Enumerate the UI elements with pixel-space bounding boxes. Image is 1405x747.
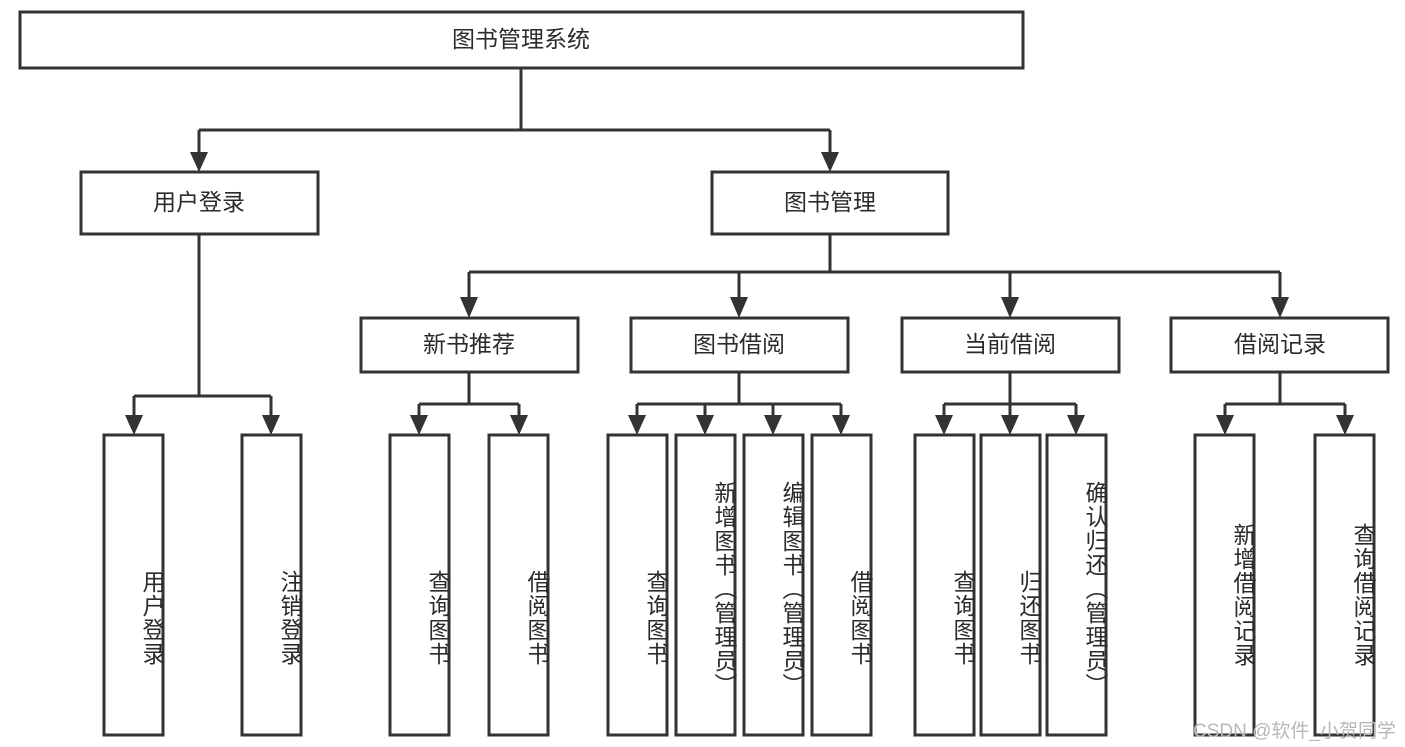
node-borrow-record[interactable]: 借阅记录 <box>1169 316 1390 374</box>
node-system-root[interactable]: 图书管理系统 <box>18 10 1025 70</box>
node-root-box <box>18 10 1025 70</box>
node-borrow-record-box <box>1169 316 1390 374</box>
leaf-box-currentborrow-return[interactable] <box>979 433 1042 737</box>
arrowhead-bookborrow-leaf2 <box>696 415 714 435</box>
arrowhead-borrowrecord <box>1271 297 1289 318</box>
leaf-box-bookborrow-query[interactable] <box>606 433 669 737</box>
leaf-box-bookborrow-add[interactable] <box>674 433 737 737</box>
arrowhead-borrowrecord-leaf2 <box>1336 415 1354 435</box>
node-new-book-recommend[interactable]: 新书推荐 <box>359 316 580 374</box>
arrowhead-newbooks <box>460 297 478 318</box>
leaf-box-user-login[interactable] <box>102 433 165 737</box>
arrowhead-bookborrow-leaf4 <box>832 415 850 435</box>
leaf-box-newbooks-query[interactable] <box>388 433 451 737</box>
arrowhead-book-mgmt <box>821 152 839 172</box>
leaf-box-borrowrecord-query[interactable] <box>1313 433 1376 737</box>
node-current-borrow-label: 当前借阅 <box>964 331 1056 357</box>
node-book-borrow-label: 图书借阅 <box>693 331 785 357</box>
node-book-management-label: 图书管理 <box>784 189 876 215</box>
node-user-login[interactable]: 用户登录 <box>79 170 320 236</box>
leaf-box-borrowrecord-add[interactable] <box>1193 433 1256 737</box>
arrowhead-newbooks-leaf1 <box>410 415 428 435</box>
leaf-box-newbooks-borrow[interactable] <box>487 433 550 737</box>
csdn-watermark: CSDN @软件_小贺同学 <box>1193 721 1396 742</box>
node-book-borrow-box <box>629 316 850 374</box>
node-current-borrow-box <box>900 316 1121 374</box>
arrowhead-leaf-user-login <box>125 415 143 435</box>
node-book-management[interactable]: 图书管理 <box>710 170 950 236</box>
node-new-book-recommend-box <box>359 316 580 374</box>
arrowhead-leaf-logout <box>262 415 280 435</box>
arrowhead-currentborrow-leaf1 <box>935 415 953 435</box>
leaf-box-bookborrow-edit[interactable] <box>742 433 805 737</box>
arrowhead-bookborrow <box>730 297 748 318</box>
node-book-management-box <box>710 170 950 236</box>
arrowhead-borrowrecord-leaf1 <box>1216 415 1234 435</box>
node-book-borrow[interactable]: 图书借阅 <box>629 316 850 374</box>
arrowhead-user-login <box>190 152 208 172</box>
arrowhead-bookborrow-leaf1 <box>628 415 646 435</box>
node-new-book-recommend-label: 新书推荐 <box>423 331 515 357</box>
arrowhead-currentborrow-leaf2 <box>1001 415 1019 435</box>
leaf-box-currentborrow-confirm[interactable] <box>1045 433 1108 737</box>
node-current-borrow[interactable]: 当前借阅 <box>900 316 1121 374</box>
node-user-login-label: 用户登录 <box>153 189 245 215</box>
arrowhead-currentborrow <box>1001 297 1019 318</box>
node-root-label: 图书管理系统 <box>452 26 590 52</box>
node-user-login-box <box>79 170 320 236</box>
node-borrow-record-label: 借阅记录 <box>1234 331 1326 357</box>
leaf-box-bookborrow-borrow[interactable] <box>810 433 873 737</box>
leaf-box-currentborrow-query[interactable] <box>913 433 976 737</box>
arrowhead-newbooks-leaf2 <box>510 415 528 435</box>
arrowhead-currentborrow-leaf3 <box>1067 415 1085 435</box>
leaf-box-logout[interactable] <box>240 433 303 737</box>
arrowhead-bookborrow-leaf3 <box>764 415 782 435</box>
